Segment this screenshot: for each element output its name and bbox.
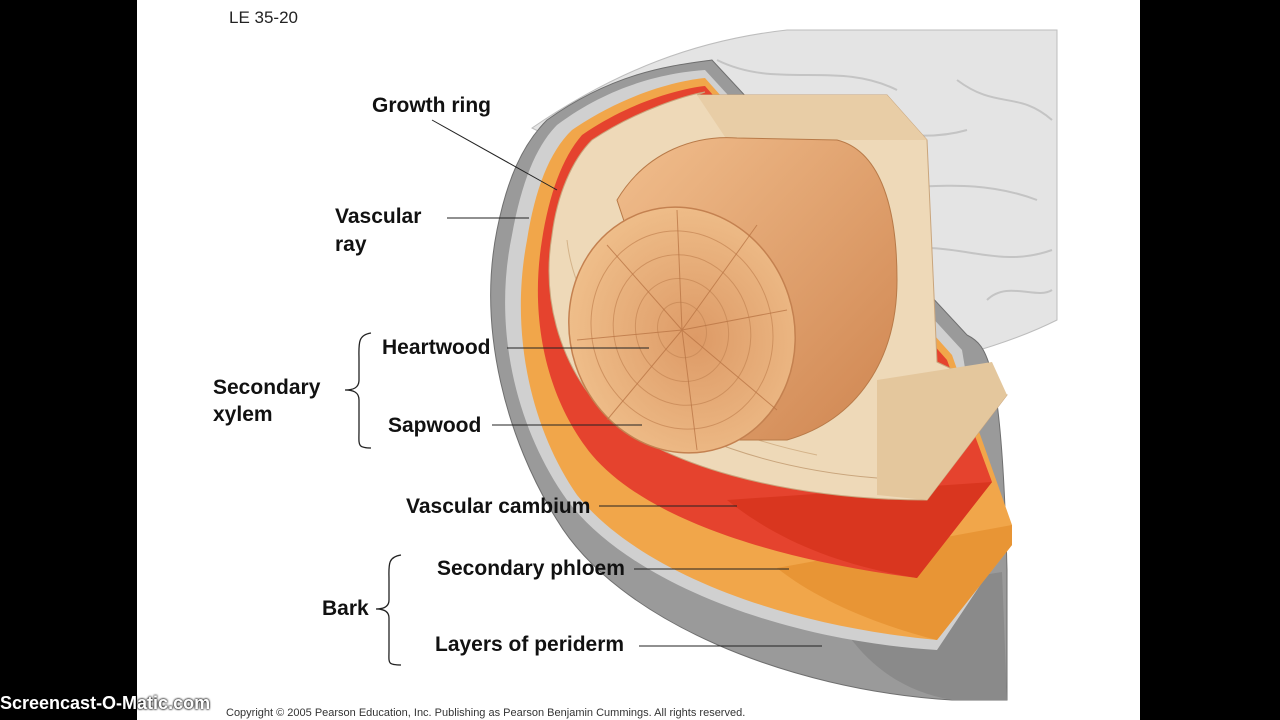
bark-label: Bark xyxy=(322,597,369,620)
tree-trunk-diagram xyxy=(344,29,1058,701)
secondary-phloem-label: Secondary phloem xyxy=(437,557,625,580)
vascular-ray-label-line2: ray xyxy=(335,233,367,256)
copyright-notice: Copyright © 2005 Pearson Education, Inc.… xyxy=(226,707,746,719)
secondary-xylem-label-line2: xylem xyxy=(213,403,273,426)
secondary-xylem-brace xyxy=(344,332,372,449)
vascular-ray-label-line1: Vascular xyxy=(335,205,422,228)
heartwood-label: Heartwood xyxy=(382,336,491,359)
sapwood-label: Sapwood xyxy=(388,414,482,437)
layers-of-periderm-label: Layers of periderm xyxy=(435,633,625,656)
slide: LE 35-20 Growth ring Vascular ray Heartw… xyxy=(137,0,1140,720)
growth-ring-leader xyxy=(431,119,558,191)
bark-brace xyxy=(375,554,402,666)
heartwood-cylinder xyxy=(568,137,898,454)
vascular-cambium-label: Vascular cambium xyxy=(406,495,591,518)
vascular-ray-lines xyxy=(576,209,788,451)
screencast-watermark: Screencast-O-Matic.com xyxy=(0,693,211,713)
leader-lines xyxy=(431,119,822,647)
growth-ring-label: Growth ring xyxy=(372,94,491,117)
figure-id: LE 35-20 xyxy=(229,8,298,27)
secondary-xylem-label-line1: Secondary xyxy=(213,376,321,399)
